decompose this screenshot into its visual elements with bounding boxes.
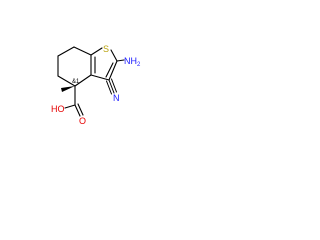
bond-c2-c3-double [105,62,114,78]
nitrile-bond [106,78,117,95]
stereo-flag: &1 [72,79,80,85]
bond-c7a-c7 [73,46,92,56]
bond-s-c2 [110,49,118,62]
methyl-wedge [61,86,75,92]
carboxyl-group [64,85,84,117]
bond-c-o-double [77,103,84,116]
bond-c5-c4 [57,75,76,87]
thiophene-ring [90,47,118,81]
bond-c-o [74,104,81,117]
bond-c2-c3 [108,60,118,81]
bond-c7a-s [90,47,103,56]
molecule-diagram: S NH2 N HO O &1 [0,0,152,152]
bond-c-oh [64,104,76,109]
bond-c7-c6 [57,46,75,57]
nitrile-n-label: N [113,93,120,103]
amino-symbol: NH [124,56,137,66]
bond-c3-c3a [90,74,110,81]
cyclohexane-ring [57,46,96,87]
structure-svg: S NH2 N HO O &1 [51,44,141,126]
hydroxyl-label: HO [51,104,65,114]
sulfur-label: S [103,44,109,54]
amino-subscript: 2 [137,62,141,68]
amino-label: NH2 [124,56,141,68]
carbonyl-o-label: O [79,116,86,126]
bond-c4-c3a [74,74,92,87]
bond-c2-n [116,59,125,62]
